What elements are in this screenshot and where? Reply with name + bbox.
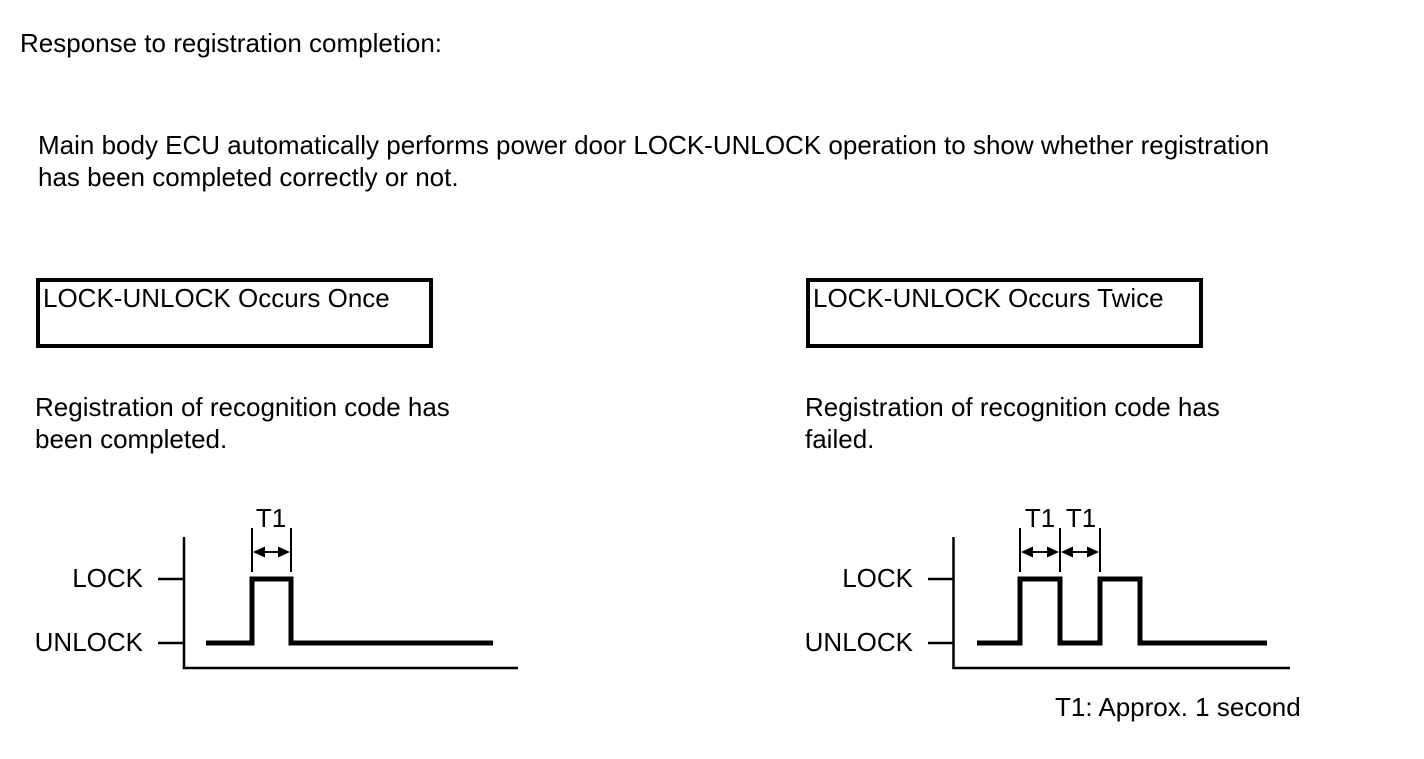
lock-level-label: LOCK (72, 563, 143, 593)
t1-arrowhead-right (1087, 546, 1099, 558)
result-box-once-label: LOCK-UNLOCK Occurs Once (43, 283, 390, 313)
result-box-twice: LOCK-UNLOCK Occurs Twice (806, 278, 1203, 348)
t1-arrowhead-left (1061, 546, 1073, 558)
intro-paragraph: Main body ECU automatically performs pow… (38, 129, 1269, 193)
description-line: Registration of recognition code has (35, 392, 450, 422)
t1-footnote: T1: Approx. 1 second (1055, 692, 1301, 722)
description-line: failed. (805, 424, 875, 454)
t1-arrowhead-left (1021, 546, 1033, 558)
t1-arrowhead-right (1047, 546, 1059, 558)
result-box-twice-label: LOCK-UNLOCK Occurs Twice (813, 283, 1164, 313)
t1-duration-label: T1 (1024, 503, 1056, 533)
description-line: been completed. (35, 424, 228, 454)
t1-duration-label: T1 (255, 503, 287, 533)
timing-diagram-twice (928, 528, 1290, 670)
intro-line: has been completed correctly or not. (38, 162, 459, 192)
description-once: Registration of recognition code has bee… (35, 391, 450, 455)
lock-level-label: LOCK (842, 563, 913, 593)
waveform-line (977, 576, 1267, 646)
description-line: Registration of recognition code has (805, 392, 1220, 422)
page-heading: Response to registration completion: (20, 28, 443, 58)
t1-arrowhead-left (253, 546, 265, 558)
waveform-line (206, 576, 493, 646)
result-box-once: LOCK-UNLOCK Occurs Once (36, 278, 433, 348)
intro-line: Main body ECU automatically performs pow… (38, 130, 1270, 160)
unlock-level-label: UNLOCK (34, 627, 143, 657)
timing-diagram-once (158, 528, 518, 670)
description-twice: Registration of recognition code has fai… (805, 391, 1220, 455)
t1-arrowhead-right (278, 546, 290, 558)
t1-duration-label: T1 (1065, 503, 1097, 533)
unlock-level-label: UNLOCK (804, 627, 913, 657)
